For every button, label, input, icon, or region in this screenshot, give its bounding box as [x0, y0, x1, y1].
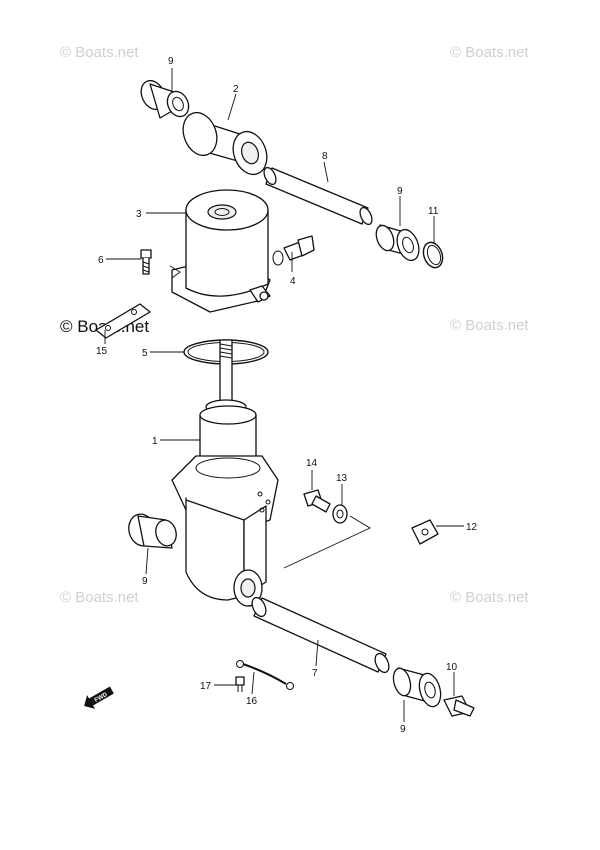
callout-13: 13 — [336, 473, 348, 484]
sleeve-part-2 — [182, 111, 268, 176]
callout-9-bottom: 9 — [400, 724, 406, 735]
cylinder-part-3 — [171, 189, 271, 313]
screw-part-17 — [235, 676, 245, 692]
clip-part-12 — [411, 519, 439, 545]
callout-6: 6 — [98, 255, 104, 266]
cylinder-assembly-part-1 — [171, 399, 279, 607]
leader-lines — [104, 68, 464, 722]
plate-part-15 — [95, 303, 151, 339]
callout-14: 14 — [306, 458, 318, 469]
callout-10: 10 — [446, 662, 458, 673]
callout-labels: 9 2 3 4 6 8 9 11 15 5 1 14 13 12 9 7 10 … — [96, 56, 478, 735]
callout-7: 7 — [312, 668, 318, 679]
callout-4: 4 — [290, 276, 296, 287]
watermark-top-left: © Boats.net — [60, 44, 139, 61]
callout-8: 8 — [322, 151, 328, 162]
callout-9-top: 9 — [168, 56, 174, 67]
pin-part-7 — [251, 596, 390, 674]
bolt-part-10 — [443, 695, 475, 717]
bushing-bottom — [392, 667, 442, 708]
callout-9-left: 9 — [142, 576, 148, 587]
watermark-low-right: © Boats.net — [450, 589, 529, 606]
callout-9-right: 9 — [397, 186, 403, 197]
fitting-part-4 — [272, 235, 315, 266]
pin-part-8 — [263, 166, 373, 226]
callout-2: 2 — [233, 84, 239, 95]
bushing-left — [128, 513, 177, 549]
callout-15: 15 — [96, 346, 108, 357]
callout-3: 3 — [136, 209, 142, 220]
washer-part-13 — [332, 504, 348, 524]
callout-16: 16 — [246, 696, 258, 707]
callout-12: 12 — [466, 522, 478, 533]
watermark-low-left: © Boats.net — [60, 589, 139, 606]
circlip-part-11 — [422, 241, 444, 269]
callout-11: 11 — [428, 206, 439, 217]
bushing-top-left — [140, 79, 190, 119]
watermark-mid-right: © Boats.net — [450, 317, 529, 334]
bushing-right — [375, 224, 420, 262]
callout-17: 17 — [200, 681, 212, 692]
ground-lead-part-16 — [236, 660, 294, 690]
screw-part-6 — [140, 249, 152, 275]
watermark-top-right: © Boats.net — [450, 44, 529, 61]
fwd-arrow-icon: FWD — [84, 686, 114, 709]
callout-5: 5 — [142, 348, 148, 359]
bolt-part-14 — [303, 489, 331, 513]
callout-1: 1 — [152, 436, 158, 447]
